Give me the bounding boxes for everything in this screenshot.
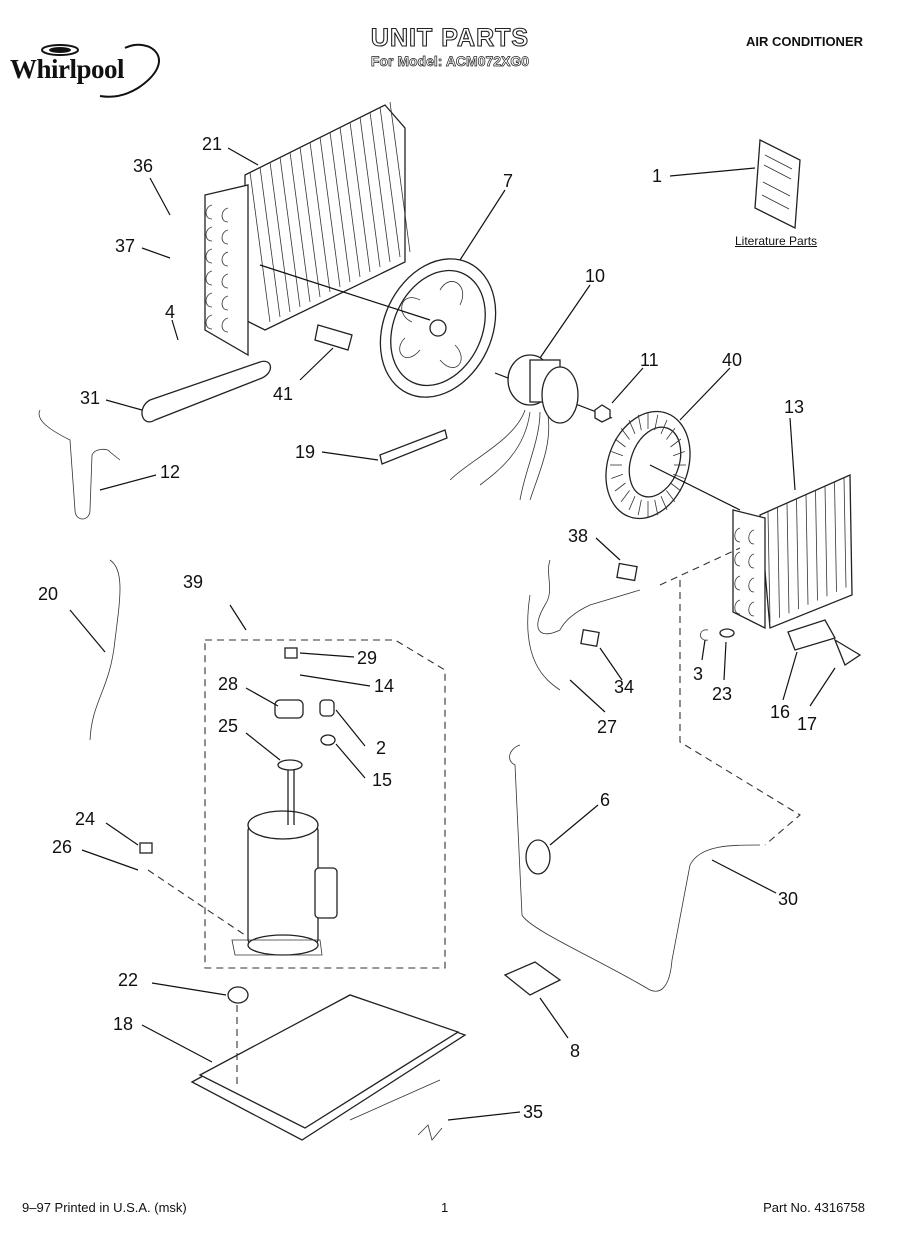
callout-26: 26 — [52, 837, 72, 857]
overload-2 — [319, 699, 335, 717]
callout-7: 7 — [503, 171, 513, 191]
grommet-22 — [227, 986, 249, 1004]
callout-20: 20 — [38, 584, 58, 604]
callout-39: 39 — [183, 572, 203, 592]
clip-15 — [320, 734, 336, 746]
cable-tie — [379, 429, 448, 465]
callout-3: 3 — [693, 664, 703, 684]
fan-motor — [449, 354, 613, 501]
literature-parts-label: Literature Parts — [735, 234, 818, 248]
leader-lines — [69, 147, 836, 1121]
ref-line-b — [679, 580, 801, 846]
bracket-17 — [833, 638, 862, 666]
callout-16: 16 — [770, 702, 790, 722]
nut-24 — [139, 842, 153, 854]
callout-40: 40 — [722, 350, 742, 370]
ref-line-a — [659, 547, 741, 586]
filter-16 — [787, 619, 836, 651]
blower-wheel — [605, 410, 691, 520]
whirlpool-logo: Whirlpool — [10, 40, 180, 98]
callout-27: 27 — [597, 717, 617, 737]
callout-28: 28 — [218, 674, 238, 694]
insulator — [314, 324, 353, 351]
callout-12: 12 — [160, 462, 180, 482]
logo-swoosh-icon — [41, 43, 160, 98]
capillary-tube — [527, 559, 641, 691]
grommet-6 — [525, 839, 551, 875]
gasket-25 — [277, 759, 303, 771]
ref-line-c — [147, 869, 246, 936]
callout-10: 10 — [585, 266, 605, 286]
callout-37: 37 — [115, 236, 135, 256]
callout-25: 25 — [218, 716, 238, 736]
page-title: UNIT PARTS — [370, 23, 530, 52]
nut-29 — [284, 647, 298, 659]
ref-line-f — [649, 464, 741, 511]
callout-35: 35 — [523, 1102, 543, 1122]
callout-6: 6 — [600, 790, 610, 810]
callout-1: 1 — [652, 166, 662, 186]
callout-34: 34 — [614, 677, 634, 697]
grommet-23 — [719, 628, 735, 638]
drain-tube — [509, 744, 761, 992]
callout-31: 31 — [80, 388, 100, 408]
callout-14: 14 — [374, 676, 394, 696]
gasket-34 — [580, 628, 600, 648]
callout-2: 2 — [376, 738, 386, 758]
callout-11: 11 — [640, 350, 659, 370]
callout-38: 38 — [568, 526, 588, 546]
literature-booklet — [754, 138, 801, 230]
callout-36: 36 — [133, 156, 153, 176]
brand-wordmark: Whirlpool — [10, 54, 125, 84]
callout-13: 13 — [784, 397, 804, 417]
callout-29: 29 — [357, 648, 377, 668]
callout-4: 4 — [165, 302, 175, 322]
ref-line-e — [259, 264, 431, 321]
power-cord — [89, 559, 121, 741]
page-title-block: UNIT PARTS For Model: ACM072XG0 — [300, 23, 600, 70]
base-pan — [190, 994, 467, 1141]
callout-30: 30 — [778, 889, 798, 909]
callout-41: 41 — [273, 384, 293, 404]
callout-17: 17 — [797, 714, 817, 734]
compressor-assembly-outline — [204, 639, 446, 969]
spring-clip — [417, 1124, 443, 1141]
product-category: AIR CONDITIONER — [746, 34, 863, 49]
callout-15: 15 — [372, 770, 392, 790]
seal-8 — [503, 961, 562, 996]
terminal-cover-28 — [274, 699, 304, 719]
callout-24: 24 — [75, 809, 95, 829]
heater-tube — [38, 360, 272, 520]
callout-22: 22 — [118, 970, 138, 990]
gasket-38 — [616, 562, 638, 582]
evaporator-coil — [732, 474, 853, 630]
clip-3 — [700, 629, 709, 641]
compressor — [231, 770, 338, 956]
callout-18: 18 — [113, 1014, 133, 1034]
callout-8: 8 — [570, 1041, 580, 1061]
part-number: Part No. 4316758 — [763, 1200, 865, 1215]
print-info: 9–97 Printed in U.S.A. (msk) — [22, 1200, 187, 1215]
nut — [594, 404, 611, 423]
page-number: 1 — [441, 1200, 449, 1215]
condenser-coil — [204, 101, 411, 357]
callout-23: 23 — [712, 684, 732, 704]
callout-19: 19 — [295, 442, 315, 462]
callout-21: 21 — [202, 134, 222, 154]
model-line: For Model: ACM072XG0 — [370, 53, 530, 70]
